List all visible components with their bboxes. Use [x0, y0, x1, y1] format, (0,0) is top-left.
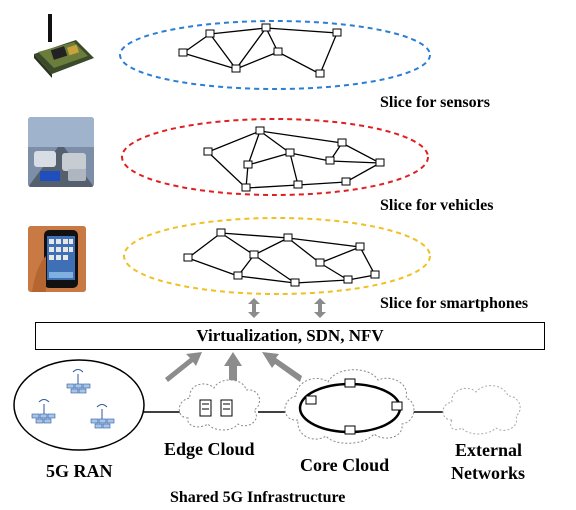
slice-vehicles-graph [207, 130, 382, 189]
virtualization-label: Virtualization, SDN, NFV [196, 326, 384, 345]
base-station-icon [31, 369, 115, 429]
vehicles-photo-icon [28, 117, 94, 187]
slice-vehicles-label: Slice for vehicles [380, 197, 494, 214]
shared-infrastructure-label: Shared 5G Infrastructure [170, 489, 346, 506]
slice-smartphones-label: Slice for smartphones [380, 295, 529, 312]
slice-vehicles-ellipse [121, 118, 429, 196]
arrow-icon [248, 298, 326, 318]
arrow-icon [165, 352, 302, 382]
cloud-icon [442, 385, 521, 435]
server-icon [199, 399, 233, 417]
core-cloud [284, 369, 415, 444]
slice-sensors-label: Slice for sensors [380, 94, 490, 111]
slice-sensors-ellipse [119, 20, 431, 90]
edge-cloud [178, 379, 261, 431]
slice-smartphones-ellipse [123, 217, 431, 295]
ran-circle [13, 359, 145, 451]
sensor-board-photo-icon [30, 12, 98, 82]
external-networks-label-line2: Networks [451, 463, 525, 483]
smartphone-photo-icon [28, 226, 86, 292]
core-cloud-label: Core Cloud [300, 455, 390, 475]
edge-cloud-label: Edge Cloud [164, 439, 255, 459]
ran-label: 5G RAN [46, 461, 113, 481]
external-networks-label-line1: External [455, 440, 522, 460]
virtualization-layer: Virtualization, SDN, NFV [35, 322, 545, 350]
